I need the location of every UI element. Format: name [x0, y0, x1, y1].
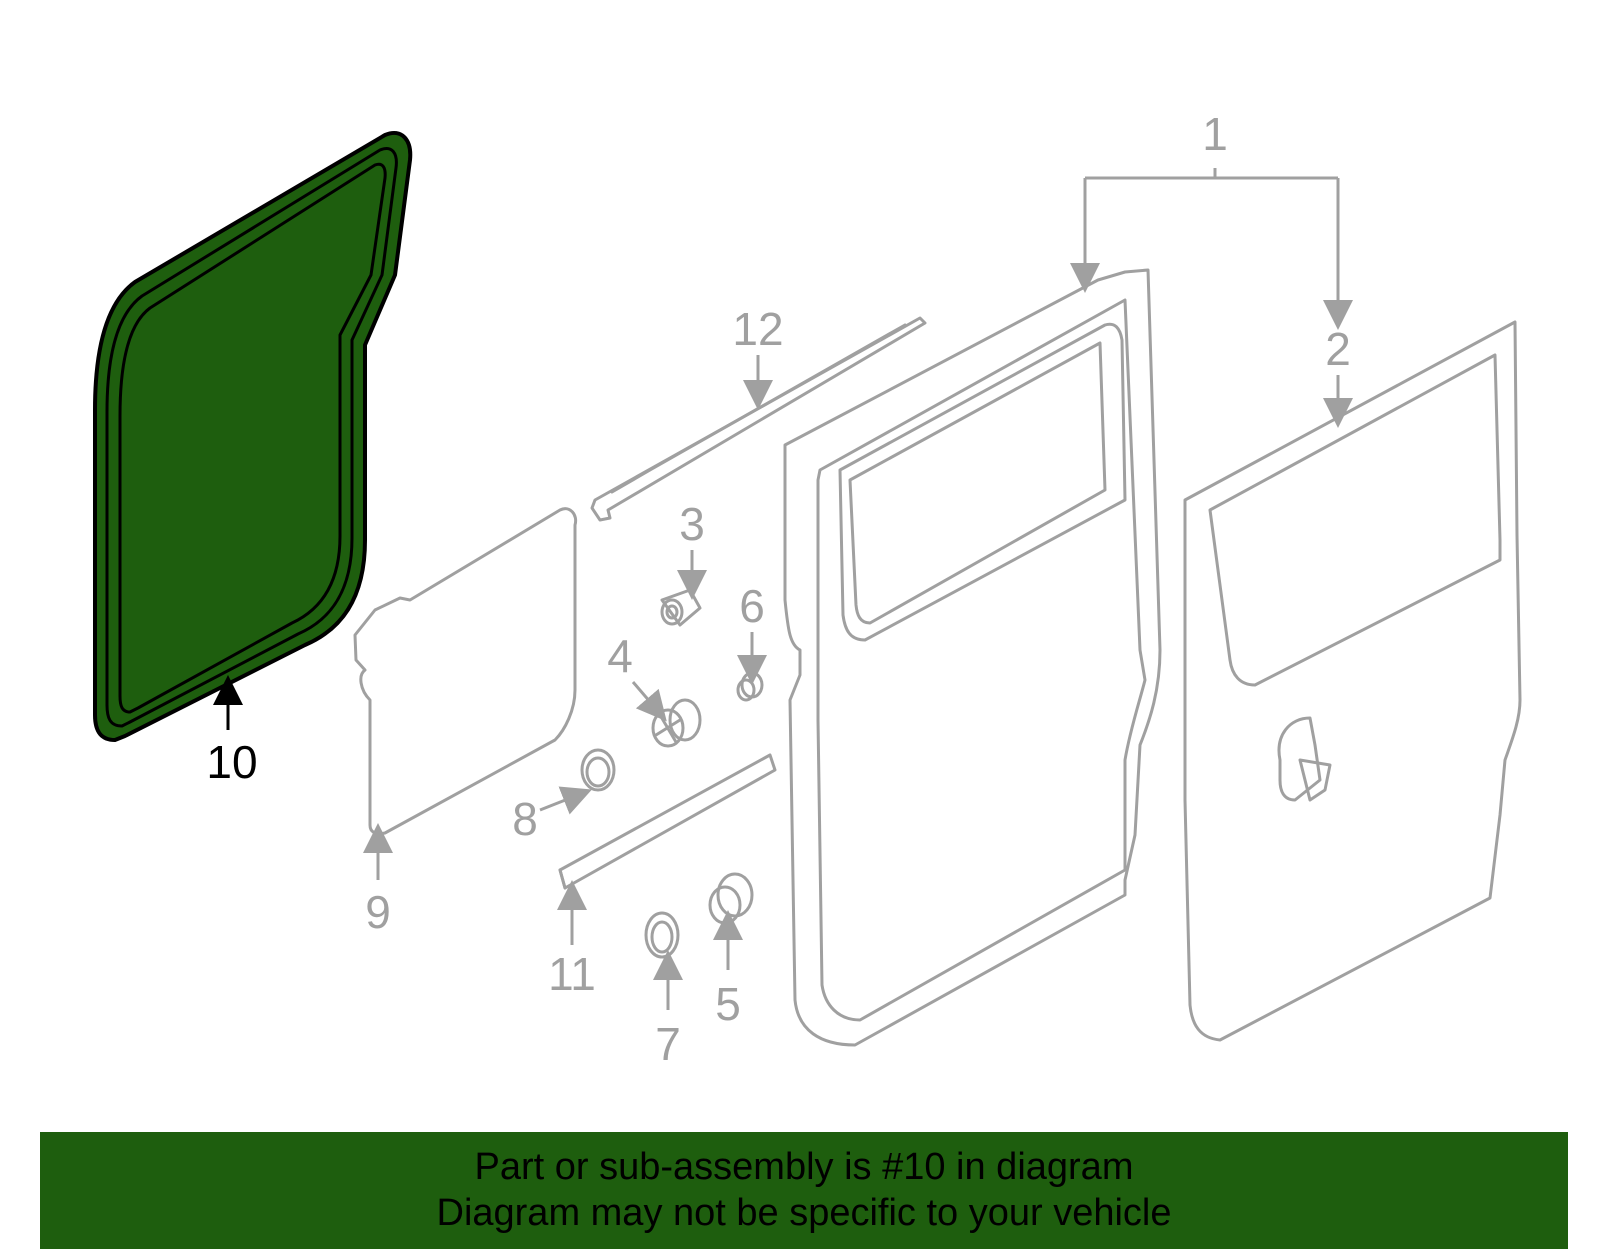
part-6-grommet[interactable] [736, 671, 764, 702]
callout-3: 3 [679, 498, 705, 550]
callout-6: 6 [739, 580, 765, 632]
part-5-cap[interactable] [708, 872, 754, 925]
banner-line-1: Part or sub-assembly is #10 in diagram [474, 1146, 1134, 1188]
part-1-door-shell[interactable] [783, 268, 1162, 1047]
part-3-clip[interactable] [660, 588, 702, 627]
callout-4: 4 [607, 630, 633, 682]
part-10-door-seal[interactable] [93, 131, 413, 742]
callout-12: 12 [732, 303, 783, 355]
callout-10: 10 [206, 736, 257, 788]
part-12-belt-molding[interactable] [590, 316, 927, 522]
part-2-door-panel[interactable] [1183, 320, 1522, 1042]
part-7-plug[interactable] [644, 911, 680, 959]
callout-1: 1 [1202, 108, 1228, 160]
part-11-lower-molding[interactable] [558, 753, 777, 890]
callout-2: 2 [1325, 323, 1351, 375]
callout-11: 11 [548, 948, 596, 1000]
banner-line-2: Diagram may not be specific to your vehi… [436, 1192, 1172, 1234]
callout-9: 9 [365, 886, 391, 938]
callout-7: 7 [655, 1018, 681, 1070]
part-4-plug[interactable] [651, 698, 702, 748]
part-8-plug[interactable] [580, 748, 616, 792]
callout-5: 5 [715, 978, 741, 1030]
info-banner: Part or sub-assembly is #10 in diagram D… [40, 1132, 1568, 1249]
part-9-trim-panel[interactable] [353, 507, 578, 836]
callout-8: 8 [512, 793, 538, 845]
